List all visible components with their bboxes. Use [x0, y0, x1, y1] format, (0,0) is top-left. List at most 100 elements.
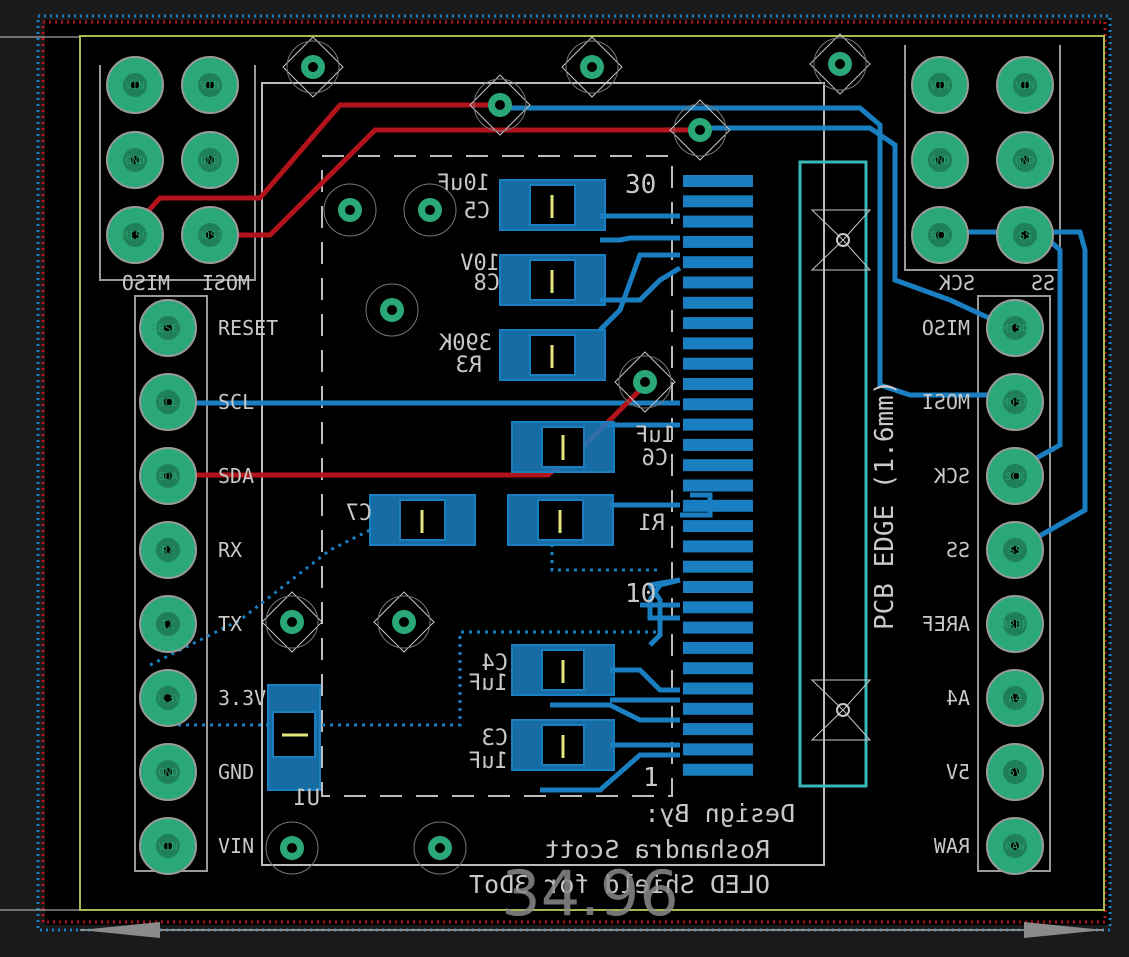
- fpc-pin: [683, 215, 753, 228]
- fpc-pin: [683, 621, 753, 634]
- left-pin-label: SCL: [218, 390, 254, 414]
- pad-net-label: VIN: [200, 79, 220, 92]
- pad-net-label: VIN: [125, 79, 145, 92]
- pin10-label: 10: [625, 579, 656, 609]
- fpc-pin: [683, 337, 753, 350]
- header-pads[interactable]: VIN GND MISO VIN GND MOSI VIN GND SCK VIN GND SS RES…: [106, 56, 1054, 875]
- header-pad[interactable]: GND: [106, 131, 164, 189]
- header-pad[interactable]: GND: [911, 131, 969, 189]
- pad-net-label: GND: [200, 154, 220, 167]
- fpc-pin: [683, 195, 753, 208]
- c6-name-label: C6: [642, 446, 669, 471]
- header-pad[interactable]: VIN: [106, 56, 164, 114]
- via: [614, 351, 676, 413]
- right-pin-label: A4: [946, 686, 970, 710]
- header-pad[interactable]: MISO: [986, 299, 1044, 357]
- header-pad[interactable]: SS: [996, 206, 1054, 264]
- header-pad[interactable]: MOSI: [181, 206, 239, 264]
- fpc-pin: [683, 479, 753, 492]
- header-pad[interactable]: MOSI: [986, 373, 1044, 431]
- right-top-pin-label: SCK: [939, 271, 975, 295]
- left-pin-label: RESET: [218, 316, 278, 340]
- header-pad[interactable]: SDA: [139, 447, 197, 505]
- fpc-pin: [683, 276, 753, 289]
- header-pad[interactable]: RAW: [986, 817, 1044, 875]
- dimension-arrow-right: [1024, 922, 1104, 938]
- pin30-label: 30: [625, 170, 656, 200]
- regulator-u1: [267, 684, 321, 791]
- header-pad[interactable]: RESET: [139, 299, 197, 357]
- part-labels: 10uF C5 10V C8 390K R3 1uF C6 R1 C7 C4 1…: [294, 171, 676, 811]
- pad-net-label: SDA: [158, 470, 178, 483]
- capacitor-c5: [499, 179, 606, 231]
- pad-net-label: MOSI: [197, 229, 224, 242]
- fpc-pin: [683, 175, 753, 187]
- fpc-pin: [683, 662, 753, 675]
- header-pad[interactable]: VIN: [911, 56, 969, 114]
- header-pad[interactable]: GND: [996, 131, 1054, 189]
- pad-net-label: TX: [161, 618, 175, 631]
- board-outline: [79, 35, 1105, 911]
- left-top-pin-label: MISO: [122, 271, 170, 295]
- smd-parts[interactable]: [267, 179, 615, 791]
- via: [469, 74, 531, 136]
- fpc-pin: [683, 499, 753, 512]
- fpc-pin: [683, 763, 753, 776]
- fpc-pin: [683, 601, 753, 614]
- header-pad[interactable]: VIN: [181, 56, 239, 114]
- pad-net-label: MISO: [1002, 322, 1029, 335]
- header-pad[interactable]: SCK: [911, 206, 969, 264]
- mount-hole-bottom: [810, 679, 872, 741]
- header-pad[interactable]: A4: [986, 669, 1044, 727]
- pad-net-label: VIN: [158, 840, 178, 853]
- header-pad[interactable]: GND: [181, 131, 239, 189]
- right-top-header-outline: [904, 45, 1061, 271]
- fpc-pin: [683, 398, 753, 411]
- right-pin-label: SCK: [934, 464, 970, 488]
- pad-net-label: GND: [930, 154, 950, 167]
- fpc-pin: [683, 235, 753, 248]
- fpc-connector-pins: [683, 175, 753, 776]
- capacitor-c8: [499, 254, 606, 306]
- pad-net-label: RESET: [151, 322, 184, 335]
- header-pad[interactable]: SCK: [986, 447, 1044, 505]
- capacitor-c6: [511, 421, 615, 473]
- c5-value-label: 10uF: [437, 171, 490, 196]
- fpc-pin: [683, 702, 753, 715]
- pcb-edge-label: PCB EDGE (1.6mm): [870, 380, 900, 630]
- pad-net-label: A4: [1008, 692, 1022, 705]
- fpc-pin: [683, 560, 753, 573]
- c7-name-label: C7: [346, 501, 373, 526]
- c3-name-label: C3: [482, 726, 509, 751]
- pad-net-label: AREF: [1002, 618, 1029, 631]
- header-pad[interactable]: SCL: [139, 373, 197, 431]
- right-pin-label: 5V: [946, 760, 970, 784]
- left-pin-label: RX: [218, 538, 242, 562]
- fpc-pin: [683, 581, 753, 593]
- pad-net-label: GND: [125, 154, 145, 167]
- c6-value-label: 1uF: [635, 423, 675, 448]
- header-pad[interactable]: GND: [139, 743, 197, 801]
- c8-value-label: 10V: [460, 251, 500, 276]
- header-pad[interactable]: 3.3V: [139, 669, 197, 727]
- capacitor-c3: [511, 719, 615, 771]
- dimension-value: 34.96: [501, 857, 679, 930]
- via: [282, 36, 344, 98]
- header-pad[interactable]: RX: [139, 521, 197, 579]
- pad-net-label: SCK: [930, 229, 950, 242]
- header-pad[interactable]: TX: [139, 595, 197, 653]
- pad-net-label: GND: [158, 766, 178, 779]
- dimension-arrow-left: [80, 922, 160, 938]
- header-pad[interactable]: VIN: [996, 56, 1054, 114]
- pad-net-label: SCK: [1005, 470, 1025, 483]
- credit-line3: OLED Shield for 3DoT: [469, 870, 770, 899]
- header-pad[interactable]: VIN: [139, 817, 197, 875]
- header-pad[interactable]: AREF: [986, 595, 1044, 653]
- right-pin-label: AREF: [922, 612, 970, 636]
- header-pad[interactable]: MISO: [106, 206, 164, 264]
- header-pad[interactable]: SS: [986, 521, 1044, 579]
- header-pad[interactable]: 5V: [986, 743, 1044, 801]
- capacitor-c7: [369, 494, 476, 546]
